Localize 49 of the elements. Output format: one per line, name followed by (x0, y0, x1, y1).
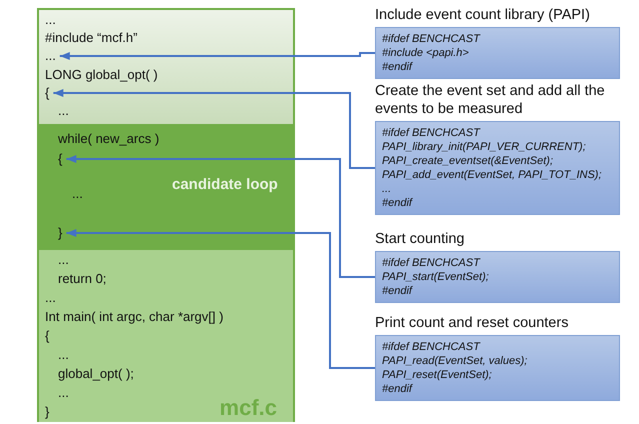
code-line: #endif (382, 60, 412, 74)
code-line: #ifdef BENCHCAST (382, 126, 480, 140)
code-line: LONG global_opt( ) (45, 66, 158, 84)
code-line: Int main( int argc, char *argv[] ) (45, 308, 224, 326)
code-line: PAPI_start(EventSet); (382, 270, 489, 284)
code-line: ... (45, 47, 56, 65)
arrow (53, 89, 375, 169)
code-line: ... (382, 182, 392, 196)
callout-heading: Include event count library (PAPI) (375, 6, 591, 24)
code-line: } (45, 403, 50, 421)
code-line: #ifdef BENCHCAST (382, 32, 480, 46)
code-line: ... (58, 346, 69, 364)
code-line: #endif (382, 284, 412, 298)
code-line: { (45, 84, 50, 102)
code-region (39, 124, 293, 250)
arrow (60, 52, 375, 60)
region-label: mcf.c (220, 395, 277, 421)
code-line: { (45, 327, 50, 345)
code-line: PAPI_library_init(PAPI_VER_CURRENT); (382, 140, 586, 154)
code-line: ... (45, 289, 56, 307)
callout-heading: Start counting (375, 230, 466, 248)
arrow (66, 229, 375, 369)
code-line: ... (58, 251, 69, 269)
code-line: #include “mcf.h” (45, 29, 138, 47)
code-region (39, 250, 293, 422)
code-line: PAPI_reset(EventSet); (382, 368, 492, 382)
code-line: PAPI_read(EventSet, values); (382, 354, 528, 368)
code-line: #endif (382, 382, 412, 396)
code-line: #endif (382, 196, 412, 210)
code-line: ... (58, 384, 69, 402)
code-line: PAPI_add_event(EventSet, PAPI_TOT_INS); (382, 168, 602, 182)
code-line: { (58, 150, 62, 168)
callout-heading: Print count and reset counters (375, 314, 570, 332)
code-region (39, 10, 293, 124)
code-line: #include <papi.h> (382, 46, 469, 60)
arrow (66, 155, 375, 278)
code-line: return 0; (58, 270, 106, 288)
code-panel (37, 8, 295, 422)
code-line: PAPI_create_eventset(&EventSet); (382, 154, 553, 168)
code-line: ... (72, 185, 83, 203)
code-line: global_opt( ); (58, 365, 134, 383)
region-label: candidate loop (172, 176, 278, 193)
code-line: } (58, 224, 62, 242)
code-line: ... (58, 102, 69, 120)
code-line: ... (45, 11, 56, 29)
code-line: #ifdef BENCHCAST (382, 256, 480, 270)
callout-heading: Create the event set and add all the events to be measured (375, 82, 606, 118)
code-line: while( new_arcs ) (58, 130, 160, 148)
code-line: #ifdef BENCHCAST (382, 340, 480, 354)
